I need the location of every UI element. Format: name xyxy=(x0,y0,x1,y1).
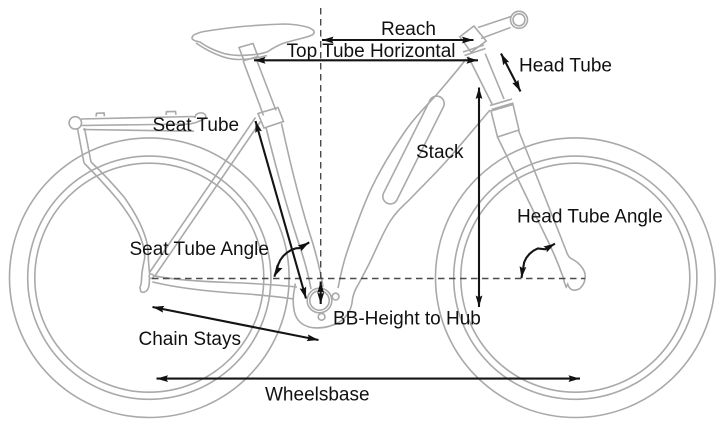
svg-text:Head Tube: Head Tube xyxy=(519,56,612,77)
svg-text:Seat Tube Angle: Seat Tube Angle xyxy=(130,239,269,260)
svg-text:Head Tube Angle: Head Tube Angle xyxy=(517,207,663,228)
svg-text:Top Tube Horizontal: Top Tube Horizontal xyxy=(287,41,456,62)
svg-text:Seat Tube: Seat Tube xyxy=(153,115,240,136)
svg-text:Stack: Stack xyxy=(416,142,464,163)
svg-text:Wheelsbase: Wheelsbase xyxy=(265,385,370,406)
svg-text:Reach: Reach xyxy=(381,19,436,40)
svg-text:BB-Height to Hub: BB-Height to Hub xyxy=(333,309,481,330)
svg-text:Chain Stays: Chain Stays xyxy=(139,329,241,350)
